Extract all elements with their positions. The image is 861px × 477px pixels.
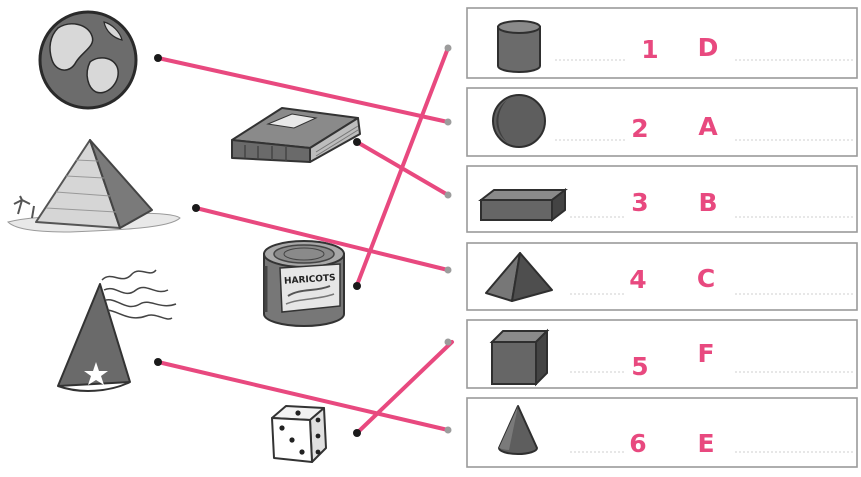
egyptian-pyramid-icon (7, 139, 181, 233)
dot-box-5[interactable] (444, 338, 452, 346)
dot-book[interactable] (353, 138, 361, 146)
answer-box-6: 6 E (466, 397, 858, 468)
dot-dice[interactable] (353, 429, 361, 437)
sphere-icon (492, 94, 546, 148)
answer-number-5: 5 (631, 352, 648, 381)
bean-can-icon: HARICOTS (263, 240, 345, 327)
answer-box-5: 5 F (466, 319, 858, 389)
answer-number-3: 3 (631, 188, 648, 217)
answer-letter-2: A (698, 112, 718, 141)
pyramid-icon (485, 252, 553, 302)
cone-icon (498, 405, 538, 455)
dot-box-4[interactable] (444, 266, 452, 274)
answer-number-2: 2 (631, 114, 648, 143)
match-lines (156, 46, 454, 435)
cube-icon (489, 328, 550, 387)
dot-box-3[interactable] (444, 191, 452, 199)
answer-letter-6: E (697, 429, 714, 458)
cylinder-icon (497, 20, 541, 73)
answer-number-6: 6 (629, 429, 646, 458)
answer-box-2: 2 A (466, 87, 858, 157)
match-line-globe-sphere (156, 56, 450, 124)
right-dots (444, 44, 452, 434)
answer-letter-3: B (698, 188, 717, 217)
dice-icon (271, 405, 327, 463)
dot-box-6[interactable] (444, 426, 452, 434)
dot-globe[interactable] (154, 54, 162, 62)
dot-hat[interactable] (154, 358, 162, 366)
can-label: HARICOTS (284, 273, 336, 287)
answer-box-3: 3 B (466, 165, 858, 233)
dot-box-1[interactable] (444, 44, 452, 52)
answer-number-1: 1 (641, 35, 658, 64)
match-line-dice-cube (355, 340, 454, 435)
answer-letter-4: C (697, 264, 715, 293)
answer-letter-1: D (698, 33, 719, 62)
cuboid-icon (478, 187, 568, 223)
dot-pyramid-landmark[interactable] (192, 204, 200, 212)
earth-globe-icon (38, 10, 138, 110)
left-dots (154, 54, 361, 437)
book-icon (231, 107, 361, 163)
match-line-hat-cone (156, 360, 450, 432)
match-line-can-cylinder (355, 46, 450, 287)
match-line-pyramid-pyramid (194, 206, 450, 272)
dot-box-2[interactable] (444, 118, 452, 126)
dot-can[interactable] (353, 282, 361, 290)
answer-letter-5: F (697, 339, 714, 368)
wizard-hat-icon (57, 269, 177, 392)
answer-box-4: 4 C (466, 242, 858, 311)
answer-box-1: 1 D (466, 7, 858, 79)
answer-number-4: 4 (629, 265, 646, 294)
